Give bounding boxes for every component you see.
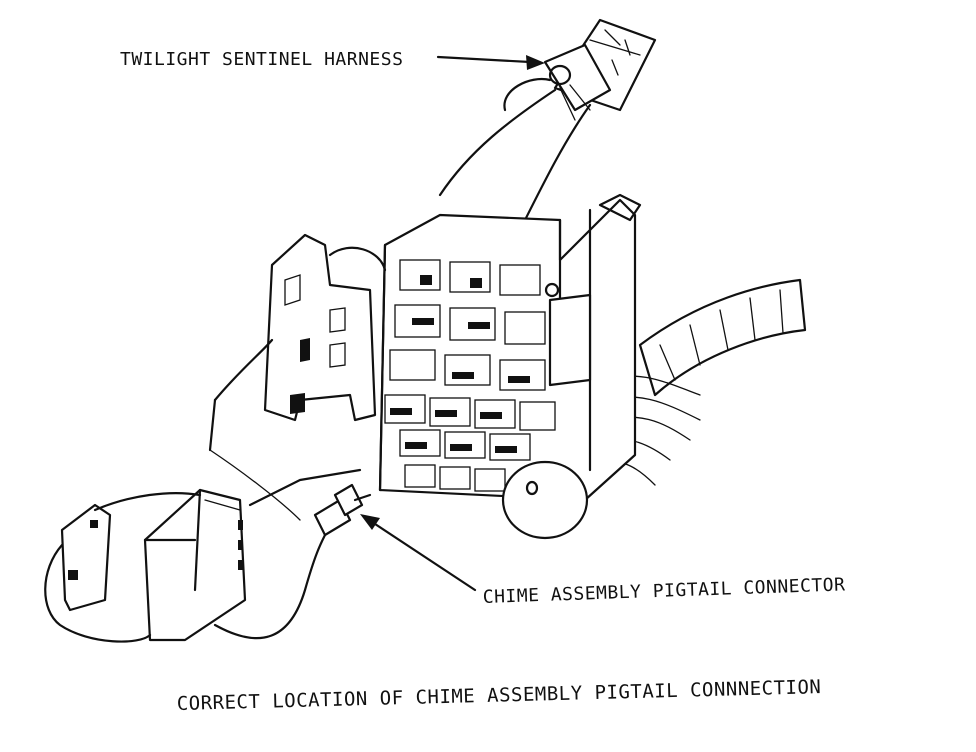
callout-arrow-chime <box>360 514 477 592</box>
fuse-block <box>378 193 642 502</box>
left-connector <box>44 492 202 643</box>
right-harness <box>594 278 807 486</box>
chime-connector-label: CHIME ASSEMBLY PIGTAIL CONNECTOR <box>482 574 845 608</box>
mounting-bracket <box>208 233 387 452</box>
upper-harness <box>438 18 657 232</box>
twilight-harness-label: TWILIGHT SENTINEL HARNESS <box>120 49 403 70</box>
callout-arrow-twilight <box>436 55 545 70</box>
chime-pigtail <box>213 483 372 640</box>
chime-module <box>143 488 247 642</box>
figure-caption: CORRECT LOCATION OF CHIME ASSEMBLY PIGTA… <box>177 676 822 715</box>
flasher-can <box>501 460 589 540</box>
dash-panel-outline <box>209 449 362 521</box>
twilight-sentinel-connector <box>503 43 612 121</box>
